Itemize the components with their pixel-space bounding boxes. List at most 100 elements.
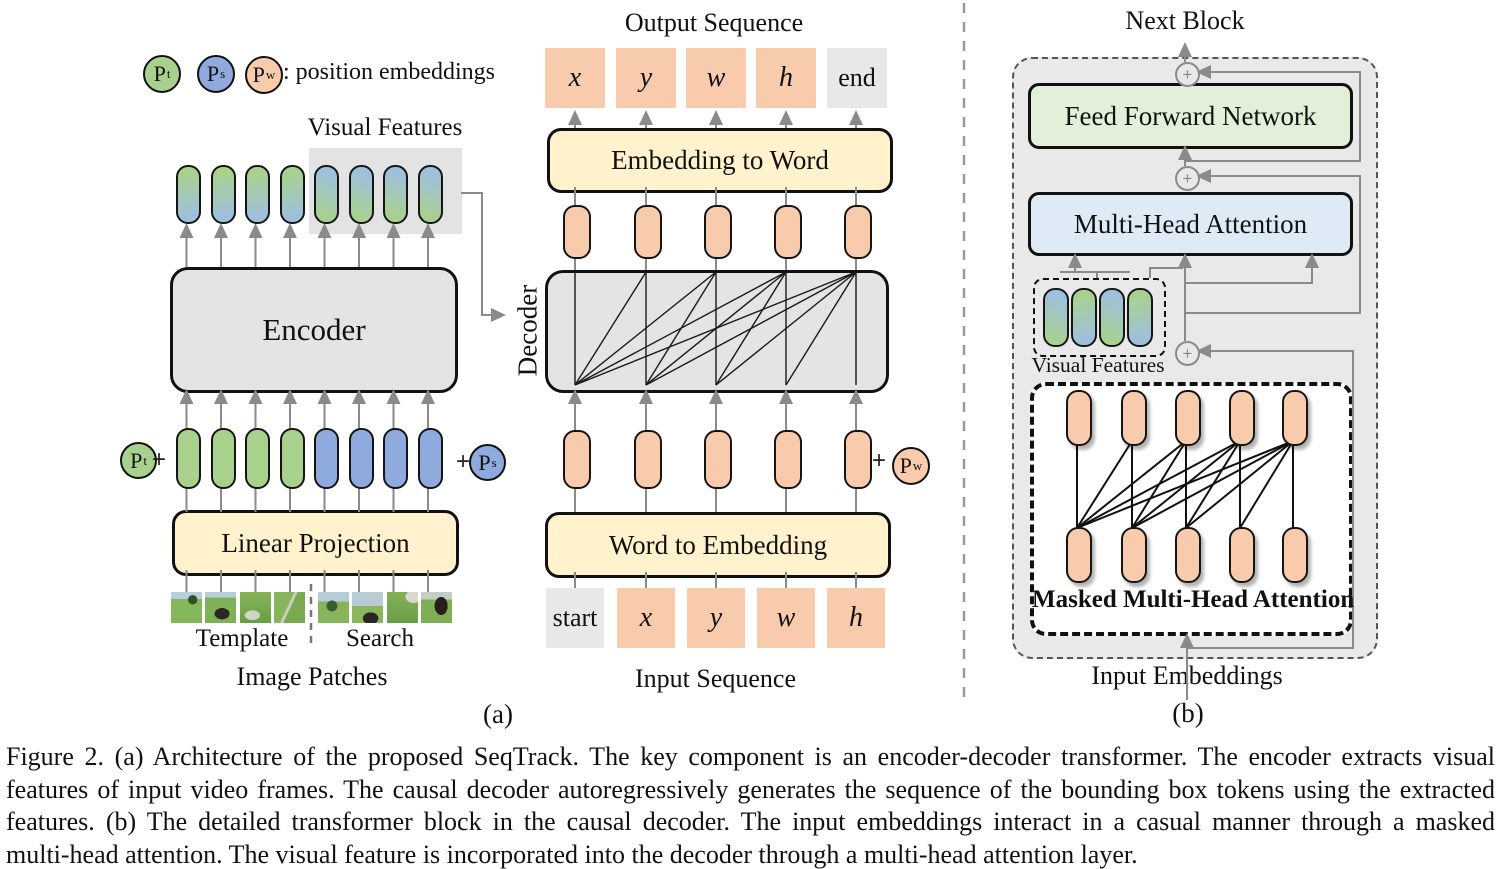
output-token-y: y: [616, 48, 676, 108]
visual-feature-token-b: [1071, 288, 1097, 347]
masked-mha-top-token: [1066, 390, 1092, 446]
visual-features-box-b: [1033, 278, 1166, 357]
multi-head-attention-box: Multi-Head Attention: [1028, 192, 1353, 256]
search-label: Search: [345, 625, 415, 652]
input-token-start: start: [546, 588, 604, 648]
decoder-output-token: [844, 205, 872, 259]
masked-mha-bottom-token: [1066, 527, 1092, 583]
linear-projection-box: Linear Projection: [172, 510, 459, 576]
pt-symbol: P: [130, 447, 143, 473]
ffn-label: Feed Forward Network: [1064, 100, 1317, 131]
output-sequence-title: Output Sequence: [624, 8, 804, 37]
input-embeddings-label: Input Embeddings: [1091, 661, 1283, 690]
visual-feature-token: [349, 165, 374, 224]
linear-projection-label: Linear Projection: [221, 527, 410, 558]
pw-symbol: P: [899, 453, 912, 478]
residual-add-node: +: [1175, 341, 1200, 366]
input-token-w: w: [757, 588, 815, 648]
caption-line-4: multi-head attention. The visual feature…: [6, 839, 1138, 869]
feed-forward-network-box: Feed Forward Network: [1028, 83, 1353, 149]
plus-sign: +: [456, 448, 471, 475]
visual-feature-token-b: [1099, 288, 1125, 347]
decoder-output-token: [774, 205, 802, 259]
visual-feature-token-b: [1127, 288, 1153, 347]
decoder-output-token: [563, 205, 591, 259]
decoder-output-token: [704, 205, 732, 259]
encoder-label: Encoder: [262, 312, 366, 347]
plus-sign: +: [872, 447, 887, 474]
visual-feature-token-b: [1043, 288, 1069, 347]
feature-token: [245, 165, 270, 224]
image-patches-label: Image Patches: [236, 662, 388, 691]
decoder-output-token: [634, 205, 662, 259]
decoder-box: [545, 270, 889, 393]
panel-b-label: (b): [1172, 698, 1204, 728]
template-embedding-token: [245, 428, 270, 489]
template-patch-image: [240, 592, 271, 623]
template-patch-image: [274, 592, 305, 623]
decoder-label: Decoder: [512, 284, 543, 377]
ps-symbol: P: [206, 61, 220, 86]
encoder-box: Encoder: [170, 267, 458, 393]
visual-feature-token: [418, 165, 443, 224]
embedding-to-word-label: Embedding to Word: [611, 145, 829, 175]
plus-sign: +: [152, 446, 167, 473]
next-block-label: Next Block: [1125, 6, 1245, 35]
word-embedding-token: [844, 430, 872, 489]
masked-mha-bottom-token: [1175, 527, 1201, 583]
masked-mha-top-token: [1175, 390, 1201, 446]
search-patch-image: [387, 592, 418, 623]
masked-mha-bottom-token: [1282, 527, 1308, 583]
feature-token: [176, 165, 201, 224]
embedding-to-word-box: Embedding to Word: [547, 128, 893, 193]
mha-label: Multi-Head Attention: [1073, 208, 1308, 239]
residual-add-node: +: [1175, 62, 1200, 87]
feature-token: [211, 165, 236, 224]
output-token-h: h: [756, 48, 816, 108]
visual-features-label-b: Visual Features: [1031, 353, 1165, 377]
search-embedding-token: [383, 428, 408, 489]
template-patch-image: [205, 592, 236, 623]
masked-mha-bottom-token: [1229, 527, 1255, 583]
masked-mha-top-token: [1229, 390, 1255, 446]
masked-mha-top-token: [1121, 390, 1147, 446]
visual-features-label: Visual Features: [307, 114, 463, 141]
residual-add-node: +: [1175, 166, 1200, 191]
input-token-x: x: [617, 588, 675, 648]
visual-feature-token: [383, 165, 408, 224]
input-token-h: h: [827, 588, 885, 648]
template-label: Template: [195, 625, 289, 652]
input-token-y: y: [687, 588, 745, 648]
template-embedding-token: [211, 428, 236, 489]
pw-symbol: P: [252, 62, 265, 87]
figure-caption: Figure 2. (a) Architecture of the propos…: [6, 741, 1495, 869]
search-embedding-token: [349, 428, 374, 489]
output-token-w: w: [686, 48, 746, 108]
caption-line-2: features of input video frames. The caus…: [6, 774, 1495, 804]
feature-token: [280, 165, 305, 224]
template-embedding-token: [280, 428, 305, 489]
search-patch-image: [421, 592, 452, 623]
word-embedding-token: [563, 430, 591, 489]
caption-line-3: features. (b) The detailed transformer b…: [6, 807, 1495, 836]
pt-symbol: P: [153, 61, 166, 86]
visual-feature-token: [314, 165, 339, 224]
word-embedding-token: [634, 430, 662, 489]
output-token-x: x: [545, 48, 605, 108]
word-to-embedding-label: Word to Embedding: [608, 529, 828, 560]
ps-symbol: P: [478, 449, 491, 475]
masked-mha-top-token: [1282, 390, 1308, 446]
caption-line-1: Figure 2. (a) Architecture of the propos…: [6, 742, 1495, 771]
word-embedding-token: [774, 430, 802, 489]
word-to-embedding-box: Word to Embedding: [545, 512, 891, 578]
masked-mha-label: Masked Multi-Head Attention: [1032, 586, 1355, 613]
panel-a-label: (a): [483, 699, 513, 729]
search-patch-image: [318, 592, 349, 623]
